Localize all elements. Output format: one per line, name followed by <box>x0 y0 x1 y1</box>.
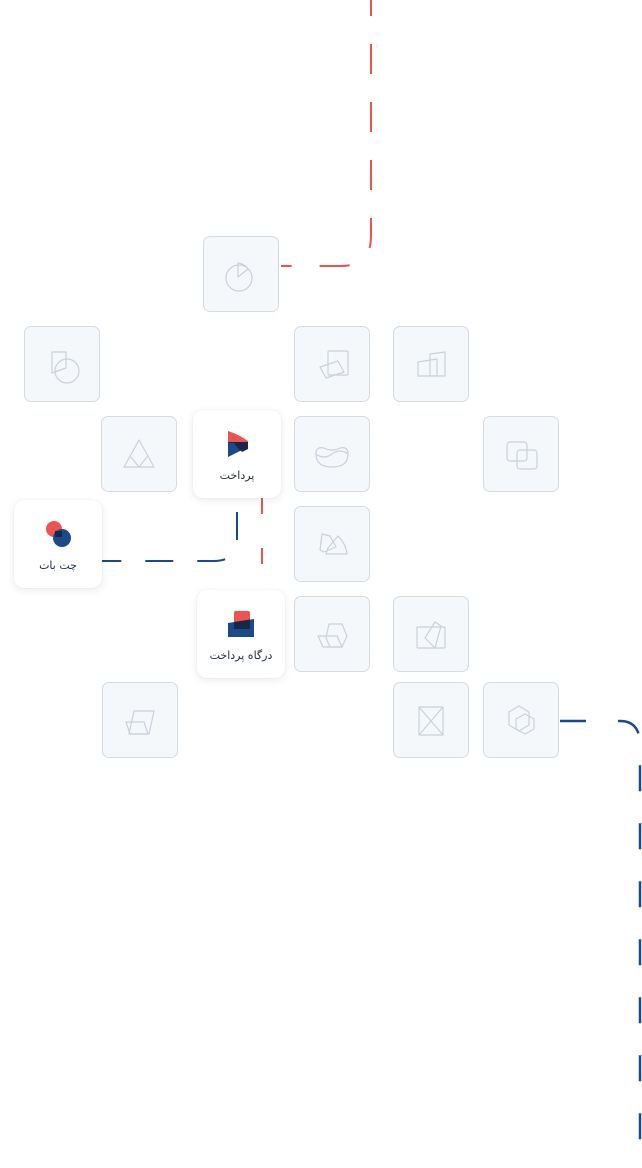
pie-slice-circle-icon <box>225 262 253 292</box>
placeholder-tile <box>203 236 279 312</box>
feature-card-label: پرداخت <box>219 469 255 482</box>
parallelogram-icon <box>125 710 155 735</box>
feature-card-payment[interactable]: پرداخت <box>193 410 281 498</box>
feature-card-label: درگاه پرداخت <box>209 649 273 662</box>
connector-blue-bottom <box>560 719 642 1168</box>
fan-shapes-icon <box>319 533 348 555</box>
double-hexagon-icon <box>508 705 535 735</box>
infinity-bowl-icon <box>315 447 349 468</box>
hourglass-icon <box>418 706 444 736</box>
placeholder-tile <box>483 416 559 492</box>
connector-blue-payment-chatbot <box>102 512 238 562</box>
payment-gateway-wallet-icon <box>228 611 254 637</box>
feature-card-label: چت بات <box>39 559 77 572</box>
card-rotated-icon <box>416 621 446 649</box>
chatbot-circles-icon <box>46 521 71 547</box>
triangle-split-icon <box>123 439 155 468</box>
connector-red-top <box>281 0 372 267</box>
overlap-rects-icon <box>506 441 538 470</box>
placeholder-tile <box>393 326 469 402</box>
placeholder-tile <box>294 596 370 672</box>
tilted-squares-icon <box>319 350 349 379</box>
placeholder-tile <box>393 682 469 758</box>
placeholder-tile <box>294 326 370 402</box>
placeholder-tile <box>102 682 178 758</box>
placeholder-tile <box>24 326 100 402</box>
bar-blocks-icon <box>417 351 446 377</box>
placeholder-tile <box>393 596 469 672</box>
feature-card-chatbot[interactable]: چت بات <box>14 500 102 588</box>
placeholder-tile <box>101 416 177 492</box>
feature-card-payment-gateway[interactable]: درگاه پرداخت <box>197 590 285 678</box>
hexagon-fold-icon <box>317 623 348 648</box>
square-circle-icon <box>51 351 80 384</box>
placeholder-tile <box>294 416 370 492</box>
placeholder-tile <box>294 506 370 582</box>
payment-play-icon <box>228 431 248 457</box>
placeholder-tile <box>483 682 559 758</box>
